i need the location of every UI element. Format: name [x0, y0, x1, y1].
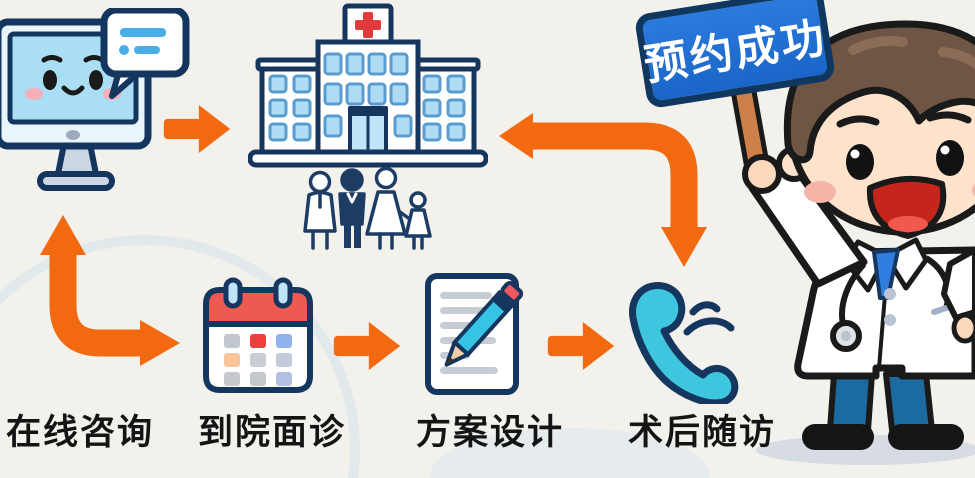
hospital-icon: [248, 3, 488, 250]
hair: [783, 20, 975, 164]
family-icon: [303, 166, 432, 250]
doctor-character: [727, 20, 975, 465]
hospital-windows: [268, 52, 466, 142]
pencil-icon: [444, 281, 524, 367]
monitor-face: [25, 55, 121, 100]
calendar-icon: [203, 277, 313, 393]
step-label-post-op-follow-up: 术后随访: [628, 413, 777, 453]
arrow-hospital-followup-icon: [499, 113, 707, 267]
doctor-face: [804, 111, 975, 239]
step-label-online-consultation: 在线咨询: [6, 413, 155, 453]
stethoscope-icon: [830, 255, 952, 352]
arrow-monitor-to-hospital-icon: [163, 105, 231, 153]
step-label-plan-design: 方案设计: [416, 413, 565, 453]
calendar-grid: [224, 334, 292, 386]
hospital-door: [348, 106, 388, 154]
fist: [742, 154, 782, 194]
speech-bubble-icon: [100, 8, 190, 99]
arrow-consult-elbow-icon: [40, 215, 180, 366]
monitor-chat-icon: [0, 8, 190, 191]
phone-icon: [629, 282, 739, 404]
arrow-visit-to-plan-icon: [333, 322, 401, 370]
arrow-plan-to-followup-icon: [547, 322, 615, 370]
sound-waves-icon: [683, 301, 735, 336]
sign-text: 预约成功: [640, 12, 831, 91]
step-label-clinic-visit: 到院面诊: [198, 413, 347, 453]
document-pencil-icon: [425, 273, 524, 395]
